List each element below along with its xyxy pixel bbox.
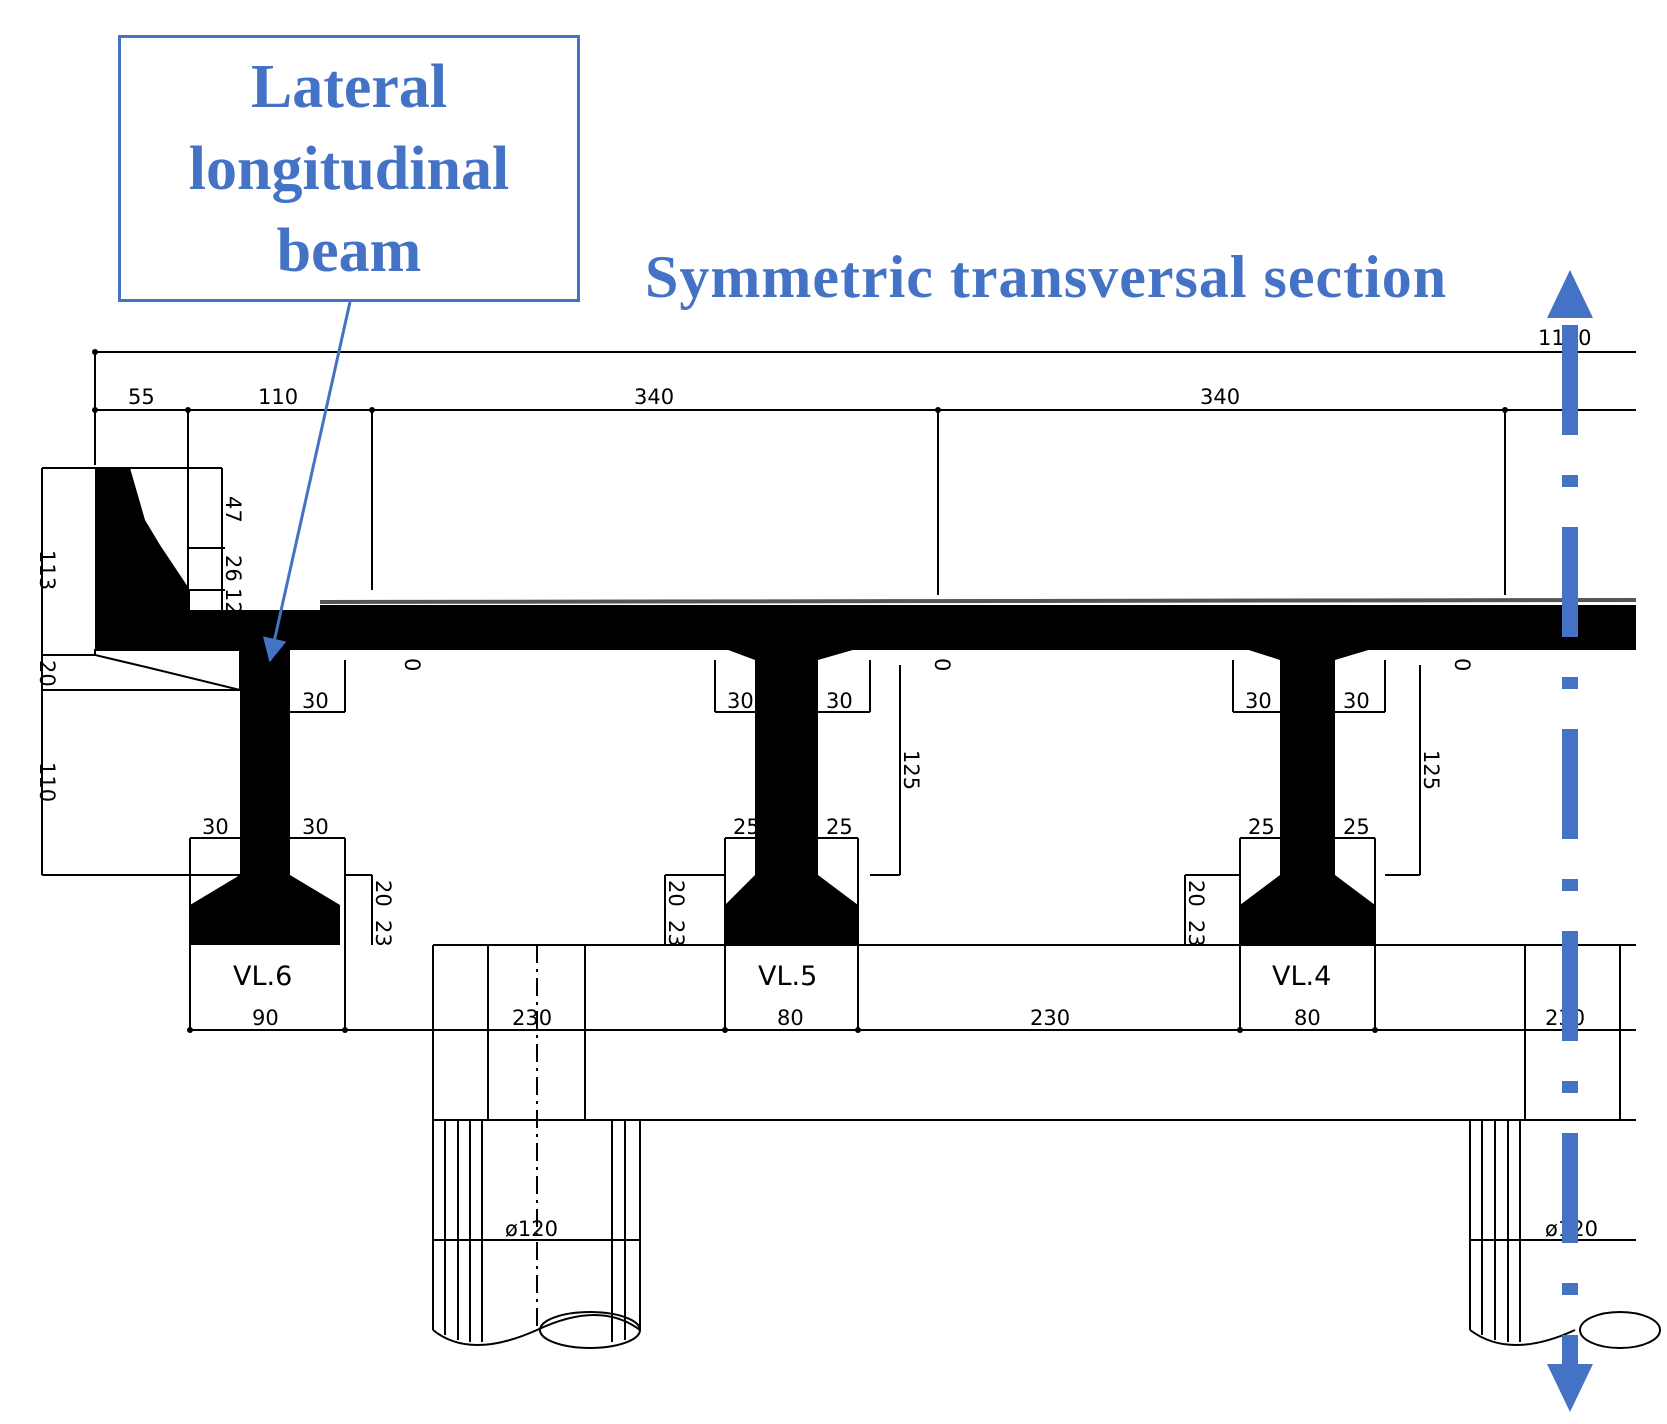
vl5-heel-b: 23 bbox=[664, 920, 688, 947]
dim-340-b: 340 bbox=[1200, 385, 1240, 409]
callout-line-3: beam bbox=[276, 216, 422, 285]
callout-arrow bbox=[262, 301, 352, 663]
vl6-flange-right: 30 bbox=[302, 689, 329, 713]
vl6-zero: 0 bbox=[400, 658, 424, 671]
cantilever-haunch bbox=[94, 649, 241, 692]
dim-26: 26 bbox=[221, 555, 245, 582]
vl6-bottom-width: 90 bbox=[252, 1006, 279, 1030]
vl5-foot-right: 25 bbox=[826, 815, 853, 839]
dim-110: 110 bbox=[258, 385, 298, 409]
deck-slab bbox=[320, 605, 1636, 650]
vl6-foot-right: 30 bbox=[302, 815, 329, 839]
symmetry-axis bbox=[1547, 270, 1593, 1412]
pile-left-diameter: ø120 bbox=[505, 1217, 558, 1241]
beam-vl4 bbox=[1233, 645, 1385, 945]
callout-line-1: Lateral bbox=[250, 52, 448, 121]
dim-113: 113 bbox=[35, 550, 59, 590]
vl4-heel-b: 23 bbox=[1184, 920, 1208, 947]
cap-beam bbox=[189, 944, 1636, 1121]
parapet bbox=[95, 468, 320, 650]
dim-110-web: 110 bbox=[35, 762, 59, 802]
vl5-foot-left: 25 bbox=[733, 815, 760, 839]
section-title: Symmetric transversal section bbox=[645, 244, 1448, 310]
vl5-zero: 0 bbox=[930, 658, 954, 671]
vl5-heel-a: 20 bbox=[664, 880, 688, 907]
label-vl5: VL.5 bbox=[758, 961, 817, 992]
spacing-230-b: 230 bbox=[1030, 1006, 1070, 1030]
vl4-flange-right: 30 bbox=[1343, 689, 1370, 713]
dim-20: 20 bbox=[35, 660, 59, 687]
vl4-height: 125 bbox=[1419, 750, 1443, 790]
vl4-foot-right: 25 bbox=[1343, 815, 1370, 839]
callout-box: Lateral longitudinal beam bbox=[118, 35, 580, 302]
pile-left bbox=[432, 945, 641, 1349]
vl6-heel-b: 23 bbox=[371, 920, 395, 947]
vl4-bottom-width: 80 bbox=[1294, 1006, 1321, 1030]
vl5-flange-right: 30 bbox=[826, 689, 853, 713]
vl5-height: 125 bbox=[899, 750, 923, 790]
spacing-230-a: 230 bbox=[512, 1006, 552, 1030]
vl6-foot-left: 30 bbox=[202, 815, 229, 839]
vl4-zero: 0 bbox=[1450, 658, 1474, 671]
dim-47: 47 bbox=[221, 496, 245, 523]
label-vl4: VL.4 bbox=[1272, 961, 1331, 992]
dim-55: 55 bbox=[128, 385, 155, 409]
vl4-heel-a: 20 bbox=[1184, 880, 1208, 907]
dim-340-a: 340 bbox=[634, 385, 674, 409]
pile-right bbox=[1469, 945, 1661, 1349]
vl4-flange-left: 30 bbox=[1245, 689, 1272, 713]
vl5-flange-left: 30 bbox=[727, 689, 754, 713]
callout-line-2: longitudinal bbox=[188, 134, 510, 203]
top-dimension-lines bbox=[94, 351, 1636, 600]
vl6-heel-a: 20 bbox=[371, 880, 395, 907]
vl5-bottom-width: 80 bbox=[777, 1006, 804, 1030]
beam-vl6 bbox=[190, 650, 340, 945]
vl4-foot-left: 25 bbox=[1248, 815, 1275, 839]
label-vl6: VL.6 bbox=[233, 961, 292, 992]
beam-vl5 bbox=[715, 645, 870, 945]
